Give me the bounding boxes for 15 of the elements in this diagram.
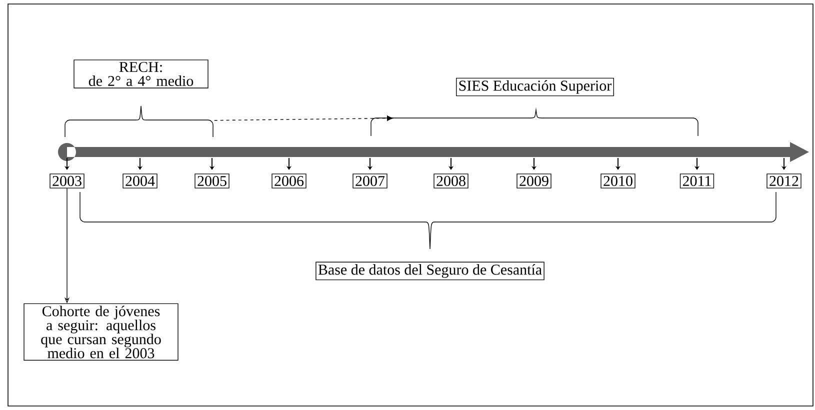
year-box: 2004 (122, 174, 158, 188)
year-box: 2012 (766, 174, 802, 188)
year-box: 2005 (194, 174, 230, 188)
text-box: SIES Educación Superior (456, 78, 614, 96)
year-box: 2003 (50, 174, 84, 188)
year-box: 2011 (680, 174, 714, 188)
year-box: 2007 (352, 174, 388, 188)
year-box: 2010 (600, 174, 636, 188)
year-box: 2009 (516, 174, 552, 188)
year-box: 2008 (434, 174, 468, 188)
text-box: Cohorte de jóvenes a seguir: aquellos que cursan segundo medio en el 2003 (24, 303, 178, 361)
arrow (214, 116, 394, 121)
text-box: Base de datos del Seguro de Cesantía (316, 262, 544, 280)
year-box: 2006 (272, 174, 306, 188)
text-box: RECH: de 2° a 4° medio (74, 60, 208, 88)
